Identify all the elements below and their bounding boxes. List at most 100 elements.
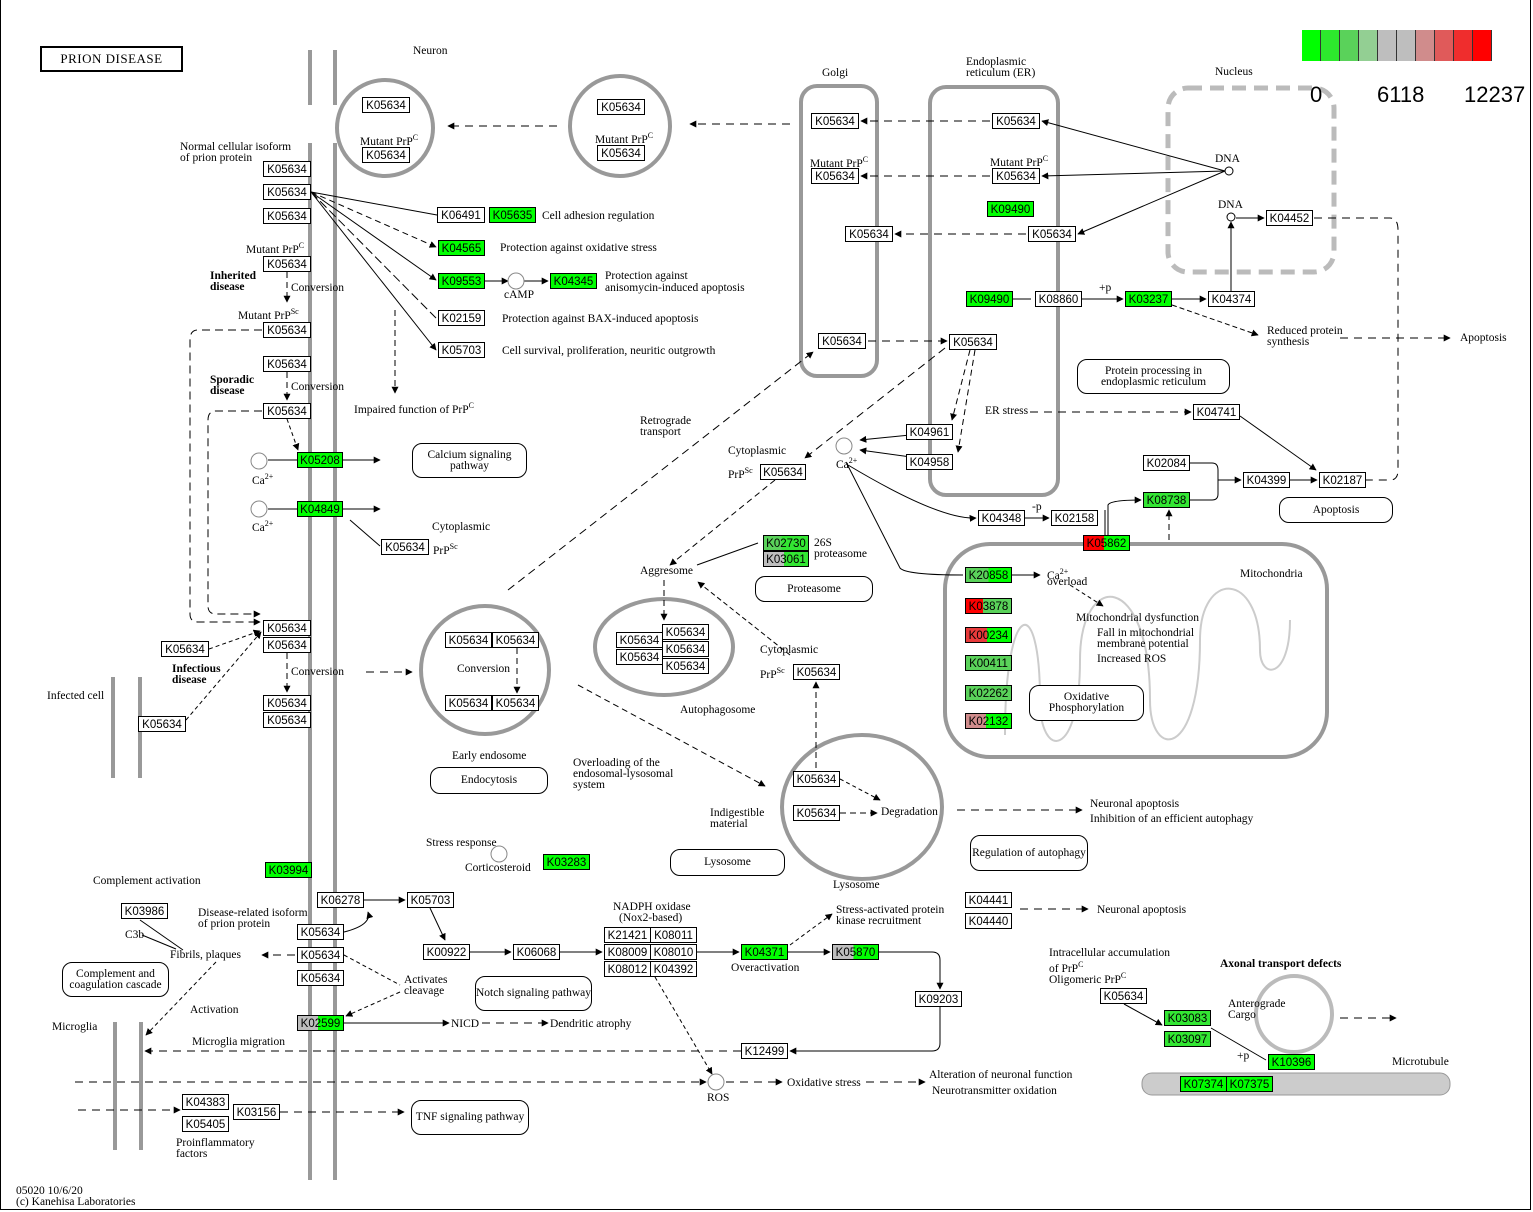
gene-node-k03097[interactable]: K03097 <box>1164 1031 1211 1047</box>
map-link-lysosome[interactable]: Lysosome <box>670 849 785 876</box>
gene-node-k04565[interactable]: K04565 <box>438 240 485 256</box>
gene-node-k09490[interactable]: K09490 <box>966 291 1013 307</box>
gene-node-k05634[interactable]: K05634 <box>492 632 539 648</box>
gene-node-k02187[interactable]: K02187 <box>1319 472 1366 488</box>
gene-node-k06068[interactable]: K06068 <box>513 944 560 960</box>
gene-node-k05634[interactable]: K05634 <box>811 113 859 129</box>
gene-node-k00922[interactable]: K00922 <box>423 944 470 960</box>
gene-node-k05634[interactable]: K05634 <box>263 208 311 224</box>
gene-node-k05634[interactable]: K05634 <box>161 641 209 657</box>
gene-node-k08011[interactable]: K08011 <box>650 927 697 943</box>
gene-node-k04440[interactable]: K04440 <box>965 913 1012 929</box>
gene-node-k05634[interactable]: K05634 <box>492 695 539 711</box>
gene-node-k05634[interactable]: K05634 <box>263 712 311 728</box>
map-link-oxidative-phosphorylation[interactable]: Oxidative Phosphorylation <box>1029 685 1144 721</box>
gene-node-k05634[interactable]: K05634 <box>362 97 410 113</box>
gene-node-k09203[interactable]: K09203 <box>915 991 962 1007</box>
gene-node-k04958[interactable]: K04958 <box>906 454 953 470</box>
gene-node-k05634[interactable]: K05634 <box>263 356 311 372</box>
gene-node-k05634[interactable]: K05634 <box>1100 988 1147 1004</box>
gene-node-k03083[interactable]: K03083 <box>1164 1010 1211 1026</box>
gene-node-k04441[interactable]: K04441 <box>965 892 1012 908</box>
gene-node-k05208[interactable]: K05208 <box>297 452 343 468</box>
map-link-tnf-signaling-pathway[interactable]: TNF signaling pathway <box>411 1100 529 1135</box>
gene-node-k05634[interactable]: K05634 <box>597 145 645 161</box>
gene-node-k05634[interactable]: K05634 <box>616 649 663 665</box>
gene-node-k05634[interactable]: K05634 <box>138 716 186 732</box>
gene-node-k12499[interactable]: K12499 <box>741 1043 788 1059</box>
gene-node-k05634[interactable]: K05634 <box>992 168 1040 184</box>
gene-node-k03283[interactable]: K03283 <box>543 854 590 870</box>
gene-node-k05634[interactable]: K05634 <box>263 637 311 653</box>
gene-node-k05634[interactable]: K05634 <box>381 539 429 555</box>
gene-node-k04371[interactable]: K04371 <box>741 944 788 960</box>
gene-node-k03237[interactable]: K03237 <box>1125 291 1172 307</box>
gene-node-k08738[interactable]: K08738 <box>1143 492 1190 508</box>
gene-node-k06278[interactable]: K06278 <box>317 892 364 908</box>
gene-node-k05634[interactable]: K05634 <box>811 168 859 184</box>
gene-node-k05635[interactable]: K05635 <box>489 207 536 223</box>
gene-node-k09553[interactable]: K09553 <box>438 273 485 289</box>
gene-node-k08010[interactable]: K08010 <box>650 944 697 960</box>
gene-node-k04849[interactable]: K04849 <box>297 501 343 517</box>
gene-node-k05634[interactable]: K05634 <box>297 947 344 963</box>
map-link-apoptosis[interactable]: Apoptosis <box>1279 497 1393 523</box>
gene-node-k00234[interactable]: K00234 <box>965 627 1012 643</box>
gene-node-k05634[interactable]: K05634 <box>662 658 709 674</box>
gene-node-k05634[interactable]: K05634 <box>793 805 840 821</box>
gene-node-k02158[interactable]: K02158 <box>1051 510 1098 526</box>
gene-node-k02132[interactable]: K02132 <box>965 713 1012 729</box>
gene-node-k05634[interactable]: K05634 <box>793 771 840 787</box>
gene-node-k05634[interactable]: K05634 <box>992 113 1040 129</box>
gene-node-k04374[interactable]: K04374 <box>1208 291 1255 307</box>
gene-node-k04399[interactable]: K04399 <box>1243 472 1290 488</box>
gene-node-k10396[interactable]: K10396 <box>1268 1054 1315 1070</box>
gene-node-k05870[interactable]: K05870 <box>832 944 879 960</box>
gene-node-k04383[interactable]: K04383 <box>182 1094 229 1110</box>
gene-node-k05634[interactable]: K05634 <box>362 147 410 163</box>
gene-node-k05703[interactable]: K05703 <box>438 342 485 358</box>
gene-node-k05862[interactable]: K05862 <box>1083 535 1130 551</box>
gene-node-k05634[interactable]: K05634 <box>949 334 997 350</box>
gene-node-k05634[interactable]: K05634 <box>760 464 806 480</box>
gene-node-k07374[interactable]: K07374 <box>1180 1076 1227 1092</box>
gene-node-k20858[interactable]: K20858 <box>965 567 1012 583</box>
gene-node-k05634[interactable]: K05634 <box>263 322 311 338</box>
gene-node-k08860[interactable]: K08860 <box>1035 291 1082 307</box>
gene-node-k00411[interactable]: K00411 <box>965 655 1012 671</box>
gene-node-k05634[interactable]: K05634 <box>1028 226 1076 242</box>
gene-node-k05703[interactable]: K05703 <box>407 892 454 908</box>
gene-node-k05634[interactable]: K05634 <box>297 924 344 940</box>
map-link-calcium-signaling-pathway[interactable]: Calcium signaling pathway <box>412 443 527 478</box>
gene-node-k05634[interactable]: K05634 <box>445 632 492 648</box>
map-link-endocytosis[interactable]: Endocytosis <box>430 767 548 794</box>
gene-node-k05634[interactable]: K05634 <box>845 226 893 242</box>
gene-node-k07375[interactable]: K07375 <box>1226 1076 1273 1092</box>
gene-node-k05634[interactable]: K05634 <box>597 99 645 115</box>
gene-node-k04741[interactable]: K04741 <box>1193 404 1240 420</box>
gene-node-k02730[interactable]: K02730 <box>763 535 809 551</box>
gene-node-k04392[interactable]: K04392 <box>650 961 697 977</box>
gene-node-k05634[interactable]: K05634 <box>263 620 311 636</box>
gene-node-k05634[interactable]: K05634 <box>263 184 311 200</box>
gene-node-k03061[interactable]: K03061 <box>763 551 809 567</box>
gene-node-k05634[interactable]: K05634 <box>818 333 866 349</box>
map-link-protein-processing-in-endoplasmic-reticulum[interactable]: Protein processing in endoplasmic reticu… <box>1077 359 1230 394</box>
gene-node-k05634[interactable]: K05634 <box>662 641 709 657</box>
gene-node-k05634[interactable]: K05634 <box>263 695 311 711</box>
map-link-proteasome[interactable]: Proteasome <box>755 576 873 602</box>
gene-node-k08009[interactable]: K08009 <box>604 944 651 960</box>
gene-node-k03156[interactable]: K03156 <box>233 1104 280 1120</box>
map-link-notch-signaling-pathway[interactable]: Notch signaling pathway <box>475 976 592 1011</box>
gene-node-k05634[interactable]: K05634 <box>263 161 311 177</box>
map-link-regulation-of-autophagy[interactable]: Regulation of autophagy <box>970 835 1088 871</box>
gene-node-k02159[interactable]: K02159 <box>438 310 485 326</box>
gene-node-k05634[interactable]: K05634 <box>297 970 344 986</box>
gene-node-k05634[interactable]: K05634 <box>263 403 311 419</box>
gene-node-k04348[interactable]: K04348 <box>978 510 1025 526</box>
gene-node-k05634[interactable]: K05634 <box>263 256 311 272</box>
gene-node-k05634[interactable]: K05634 <box>616 632 663 648</box>
gene-node-k05405[interactable]: K05405 <box>182 1116 229 1132</box>
gene-node-k03878[interactable]: K03878 <box>965 598 1012 614</box>
gene-node-k09490[interactable]: K09490 <box>987 201 1034 217</box>
